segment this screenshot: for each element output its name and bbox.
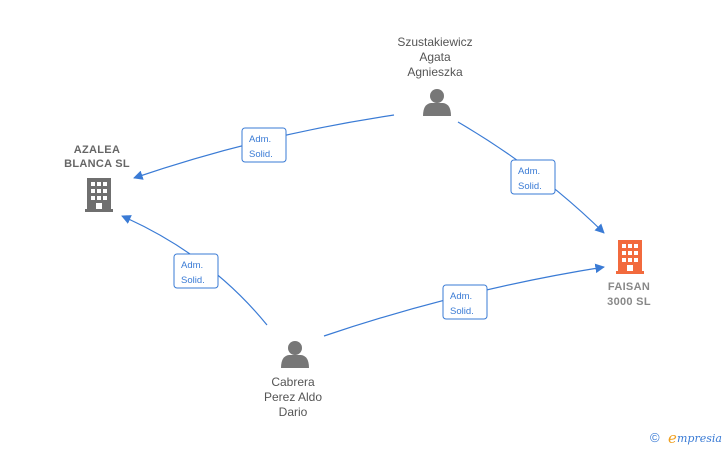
edge-label-line2: Solid. [181,275,205,286]
node-name-line2: Perez Aldo [264,390,322,404]
node-name-line2: BLANCA SL [64,158,130,170]
copyright-icon: © [650,430,660,445]
edge-cabrera-faisan[interactable]: Adm. Solid. [323,263,605,337]
node-name-line2: 3000 SL [607,296,651,308]
node-name-line1: Szustakiewicz [397,35,472,49]
node-szustakiewicz[interactable]: Szustakiewicz Agata Agnieszka [397,35,473,116]
node-azalea[interactable]: AZALEA BLANCA SL [64,144,130,212]
edge-label-line2: Solid. [249,149,273,160]
edge-label-line1: Adm. [181,260,203,271]
building-icon [616,240,644,274]
edge-label-box [442,284,488,320]
node-name-line2: Agata [419,50,451,64]
brand-watermark: © e mpresia [650,429,722,447]
brand-name: mpresia [677,432,722,445]
brand-initial: e [668,429,677,447]
node-name-line1: FAISAN [608,281,650,293]
building-icon [85,178,113,212]
edge-szustakiewicz-azalea[interactable]: Adm. Solid. [133,114,395,180]
node-name-line3: Agnieszka [407,65,463,79]
node-cabrera[interactable]: Cabrera Perez Aldo Dario [264,341,322,419]
edge-label-box [241,127,287,163]
edge-label-line1: Adm. [518,166,540,177]
edge-cabrera-azalea[interactable]: Adm. Solid. [121,215,268,326]
edge-label-box [510,159,556,195]
person-icon [281,341,309,368]
edge-label-line2: Solid. [518,181,542,192]
node-name-line1: Cabrera [271,375,315,389]
node-name-line3: Dario [279,405,308,419]
edge-label-line1: Adm. [249,134,271,145]
person-icon [423,89,451,116]
node-name-line1: AZALEA [74,144,120,156]
edge-szustakiewicz-faisan[interactable]: Adm. Solid. [457,121,605,234]
edge-label-box [173,253,219,289]
edge-label-line2: Solid. [450,306,474,317]
edge-label-line1: Adm. [450,291,472,302]
node-faisan[interactable]: FAISAN 3000 SL [607,240,651,308]
